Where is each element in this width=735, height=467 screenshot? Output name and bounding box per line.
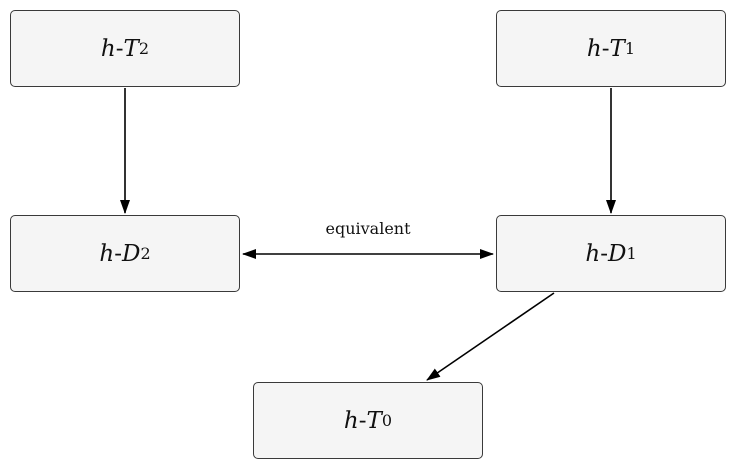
node-letter: T (609, 35, 625, 62)
node-dash: - (115, 35, 124, 62)
node-prefix: h (586, 35, 602, 62)
node-letter: D (607, 240, 627, 267)
node-dash: - (358, 407, 367, 434)
node-dash: - (600, 240, 608, 267)
node-prefix: h (100, 35, 116, 62)
node-dash: - (114, 240, 122, 267)
node-prefix: h (585, 240, 601, 267)
node-prefix: h (99, 240, 115, 267)
node-dash: - (601, 35, 610, 62)
edge-label-equivalent: equivalent (325, 219, 411, 238)
edge-hD1-to-hT0 (426, 292, 555, 381)
node-letter: T (366, 407, 382, 434)
node-prefix: h (343, 407, 359, 434)
node-letter: D (121, 240, 141, 267)
node-letter: T (123, 35, 139, 62)
